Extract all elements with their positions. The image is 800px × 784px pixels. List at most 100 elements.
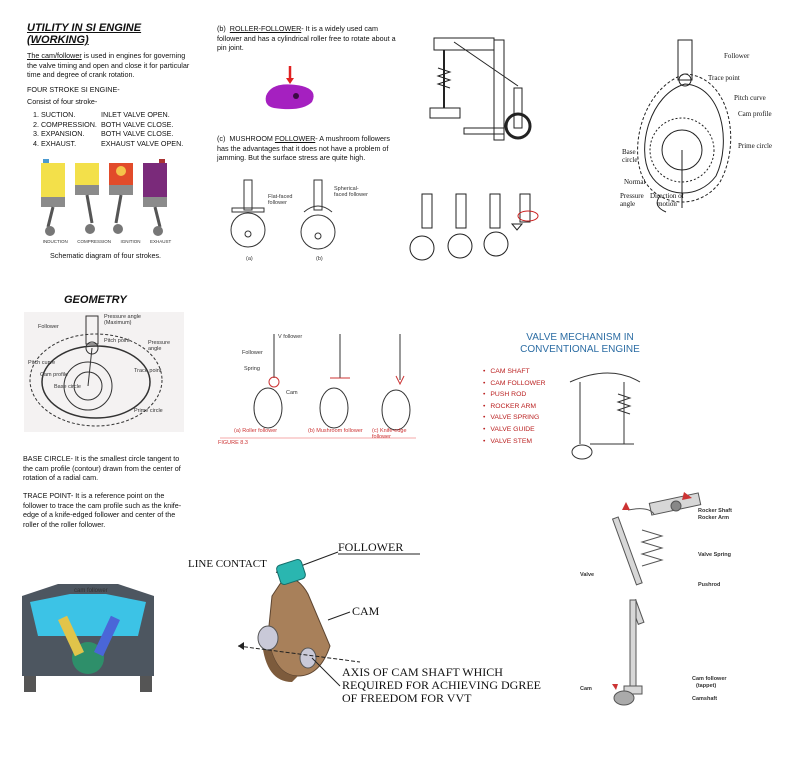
- intro-link-text: The cam/follower: [27, 51, 82, 60]
- valve-train-drawing: [429, 37, 532, 141]
- engine-svg: [22, 584, 154, 692]
- label-tappet: (tappet): [696, 683, 717, 689]
- utility-section: UTILITY IN SI ENGINE (WORKING) The cam/f…: [27, 22, 197, 148]
- stroke-state: BOTH VALVE CLOSE.: [101, 129, 174, 139]
- mushroom-svg: [230, 179, 336, 250]
- label-valve: Valve: [580, 572, 595, 578]
- purple-cam-shape: [265, 84, 314, 110]
- label-cam-profile: Cam profile: [738, 110, 772, 118]
- geometry-title: GEOMETRY: [64, 294, 127, 306]
- label-prime-circle: Prime circle: [738, 142, 773, 150]
- stroke-name: 4. EXHAUST.: [33, 138, 77, 148]
- valve-item: VALVE STEM: [483, 436, 563, 448]
- stroke-labels: INDUCTION COMPRESSION IGNITION EXHAUST: [38, 239, 176, 244]
- four-stroke-diagram: INDUCTION COMPRESSION IGNITION EXHAUST: [38, 157, 176, 247]
- stroke-row: 4. EXHAUST. EXHAUST VALVE OPEN.: [33, 139, 197, 149]
- valve-item: ROCKER ARM: [483, 401, 563, 413]
- flat-faced-label: Flat-faced follower: [268, 194, 293, 206]
- fig-caption-knife: (c) Knife-edge follower: [372, 428, 407, 440]
- geometry-svg: [29, 315, 163, 427]
- c-pre: MUSHROOM: [229, 134, 275, 143]
- fig-caption-mushroom: (b) Mushroom follower: [308, 428, 363, 434]
- axis-line2: REQUIRED FOR ACHIEVING DGREE: [342, 678, 541, 692]
- red-arrow-icon: [612, 684, 618, 690]
- stroke-state: EXHAUST VALVE OPEN.: [101, 138, 184, 148]
- stroke-label: INDUCTION: [42, 239, 68, 244]
- geo-label-pitch-point: Pitch point: [104, 338, 130, 344]
- mushroom-follower-text: (c) MUSHROOM FOLLOWER- A mushroom follow…: [217, 134, 397, 163]
- fig-caption-roller: (a) Roller follower: [234, 428, 278, 434]
- red-arrow-icon: [622, 502, 630, 510]
- geo-label-prime-circle: Prime circle: [134, 408, 163, 414]
- arrow-down-icon: [286, 78, 294, 84]
- trace-point-definition: TRACE POINT- It is a reference point on …: [23, 491, 182, 529]
- valve-title-line1: VALVE MECHANISM IN: [526, 332, 634, 343]
- mushroom-desc: - A mushroom followers has the advantage…: [217, 134, 390, 163]
- geo-label-trace-point: Trace point: [134, 368, 162, 374]
- fig-spring-label: Spring: [244, 366, 260, 372]
- label-pushrod: Pushrod: [698, 582, 721, 588]
- stroke-label: COMPRESSION: [77, 239, 111, 244]
- spherical-faced-label: Spherical-faced follower: [334, 186, 368, 198]
- four-stroke-svg: [41, 159, 167, 236]
- stroke-label: IGNITION: [120, 239, 141, 244]
- valve-item: CAM FOLLOWER: [483, 378, 563, 390]
- stroke-list: 1. SUCTION. INLET VALVE OPEN. 2. COMPRESS…: [33, 110, 197, 148]
- stroke-row: 1. SUCTION. INLET VALVE OPEN.: [33, 110, 197, 120]
- stroke-state: INLET VALVE OPEN.: [101, 109, 170, 119]
- geo-label-pressure: Pressure angle: [148, 340, 171, 352]
- valve-mechanism-section: VALVE MECHANISM IN CONVENTIONAL ENGINE: [480, 332, 680, 356]
- cam-profile-svg: [637, 39, 732, 213]
- follower-types-drawing: [409, 193, 539, 261]
- stroke-label: EXHAUST: [149, 239, 172, 244]
- label-direction-of-motion: Direction of motion: [650, 192, 685, 208]
- fig-v-follower-label: V follower: [278, 334, 303, 340]
- four-stroke-subtitle: FOUR STROKE SI ENGINE-: [27, 84, 120, 94]
- cam-follower-3d-diagram: FOLLOWER LINE CONTACT CAM AXIS OF CAM SH…: [180, 536, 560, 716]
- label-follower: Follower: [724, 52, 750, 60]
- label-trace-point: Trace point: [708, 74, 740, 82]
- stroke-induction: [41, 159, 65, 236]
- valve-item: VALVE GUIDE: [483, 424, 563, 436]
- cam-follower-callout: cam follower: [74, 588, 108, 594]
- engine-cutaway: cam follower: [18, 576, 158, 694]
- valve-title-line2: CONVENTIONAL ENGINE: [520, 344, 640, 355]
- intro-rest-text: is used in engines for governing the val…: [27, 51, 190, 80]
- label-cam-follower: Cam follower: [692, 676, 727, 682]
- fig-number: FIGURE 8.3: [218, 440, 248, 446]
- valve-component-list: CAM SHAFT CAM FOLLOWER PUSH ROD ROCKER A…: [483, 366, 563, 447]
- stroke-exhaust: [143, 159, 167, 236]
- valve-item: PUSH ROD: [483, 389, 563, 401]
- red-arrow-icon: [682, 492, 692, 500]
- label-camshaft: Camshaft: [692, 696, 718, 702]
- stroke-name: 3. EXPANSION.: [33, 129, 85, 139]
- valve-item: CAM SHAFT: [483, 366, 563, 378]
- label-normal: Normal: [624, 178, 646, 186]
- geo-label-pitch-curve: Pitch curve: [28, 360, 56, 366]
- label-base-circle: Base circle: [622, 148, 638, 164]
- utility-intro: The cam/follower is used in engines for …: [27, 51, 197, 80]
- valve-mechanism-drawing: [569, 372, 641, 460]
- axis-description: AXIS OF CAM SHAFT WHICH REQUIRED FOR ACH…: [342, 666, 541, 705]
- fig-follower-label: Follower: [242, 350, 263, 356]
- sub-b-label: (b): [316, 256, 323, 262]
- red-highlight-circle: [517, 210, 539, 222]
- roller-follower-illustration: [265, 66, 314, 110]
- roller-follower-text: (b) ROLLER-FOLLOWER- It is a widely used…: [217, 24, 397, 53]
- geometry-diagram: Follower Pressure angle (Maximum) Pitch …: [24, 312, 184, 432]
- stroke-compression: [75, 163, 99, 234]
- four-stroke-caption: Schematic diagram of four strokes.: [50, 251, 162, 260]
- followers-figure: Follower Spring Cam V follower (a) Rolle…: [216, 330, 426, 450]
- stroke-name: 1. SUCTION.: [33, 109, 76, 119]
- rocker-svg: [611, 492, 702, 706]
- rocker-pushrod-diagram: Rocker Shaft Rocker Arm Valve Spring Val…: [580, 490, 780, 730]
- label-pressure-angle: Pressure angle: [620, 192, 644, 208]
- geo-label-pressure-max: Pressure angle (Maximum): [104, 314, 141, 326]
- b-prefix: (b): [217, 24, 226, 33]
- geo-label-cam-profile: Cam profile: [40, 372, 69, 378]
- stroke-row: 2. COMPRESSION.BOTH VALVE CLOSE.: [33, 120, 197, 130]
- stroke-row: 3. EXPANSION. BOTH VALVE CLOSE.: [33, 129, 197, 139]
- consist-text: Consist of four stroke-: [27, 97, 98, 107]
- label-rocker-arm: Rocker Arm: [698, 515, 729, 521]
- axis-line3: OF FREEDOM FOR VVT: [342, 691, 472, 705]
